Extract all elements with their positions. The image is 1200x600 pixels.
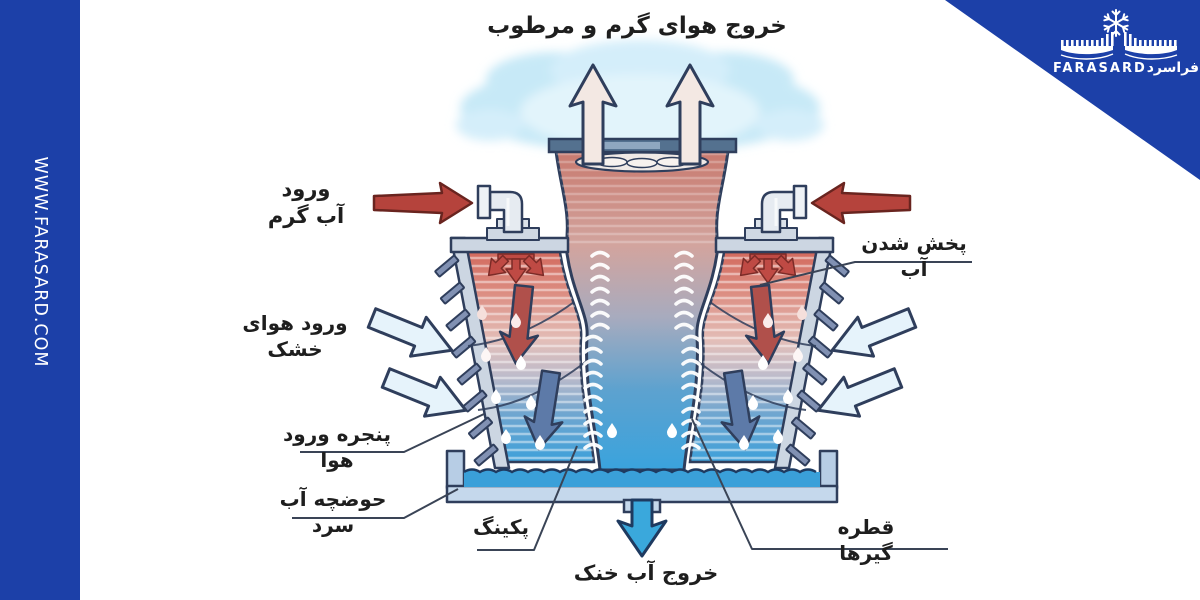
cold-water-outlet xyxy=(616,498,668,558)
cooling-tower-silhouette-icon xyxy=(1060,32,1178,60)
label-air-inlet-window: پنجره ورود هوا xyxy=(283,422,391,472)
brand-wordmark: FARASARDفراسرد xyxy=(1053,57,1199,76)
basin-water xyxy=(463,468,820,487)
louvers-left xyxy=(434,254,499,467)
connector-lines xyxy=(292,261,972,551)
connector-cold-basin xyxy=(292,488,459,519)
sidebar: WWW.FARASARD.COM xyxy=(0,0,80,600)
dry-air-arrow xyxy=(376,357,476,432)
tower-top-rim xyxy=(547,137,738,154)
brand-name-persian: فراسرد xyxy=(1146,60,1200,76)
steam-cloud xyxy=(456,40,824,153)
connector-packing xyxy=(477,445,578,551)
dry-air-arrow xyxy=(822,297,922,372)
brand-logo xyxy=(1060,9,1178,60)
label-warm-water-in: ورود آب گرم xyxy=(250,176,362,231)
label-warm-water-in-line1: ورود xyxy=(281,177,331,201)
cold-water-outlet-arrow xyxy=(616,498,668,558)
label-packing: پکینگ xyxy=(473,515,529,539)
warm-water-arrow-left xyxy=(372,181,474,225)
spray-nozzle-right xyxy=(732,250,804,284)
connector-drift xyxy=(691,418,948,550)
warm-water-pipe-left xyxy=(476,184,540,241)
dry-air-arrow xyxy=(808,357,908,432)
connector-water-spread xyxy=(759,261,972,286)
label-dry-air-in: ورود هوای خشک xyxy=(242,311,348,361)
warm-water-pipe-right xyxy=(744,184,808,241)
label-water-spread: پخش شدن آب xyxy=(861,231,967,281)
label-warm-water-in-line2: آب گرم xyxy=(267,204,345,229)
tower-walls xyxy=(449,236,835,470)
label-cold-water-out: خروج آب خنک xyxy=(573,561,719,585)
steam-squiggles xyxy=(583,250,701,450)
label-cold-water-basin: حوضچه آب سرد xyxy=(279,487,387,537)
brand-name-latin: FARASARD xyxy=(1053,61,1147,76)
snowflake-icon xyxy=(1101,9,1131,37)
connector-air-window xyxy=(300,413,485,453)
website-url: WWW.FARASARD.COM xyxy=(30,156,50,368)
spray-nozzle-left xyxy=(480,250,552,284)
warm-water-arrow-right xyxy=(810,181,912,225)
dry-air-arrow xyxy=(362,297,462,372)
label-warm-air-out: خروج هوای گرم و مرطوب xyxy=(487,13,787,39)
label-drift-eliminators: قطره گیرها xyxy=(837,515,895,565)
